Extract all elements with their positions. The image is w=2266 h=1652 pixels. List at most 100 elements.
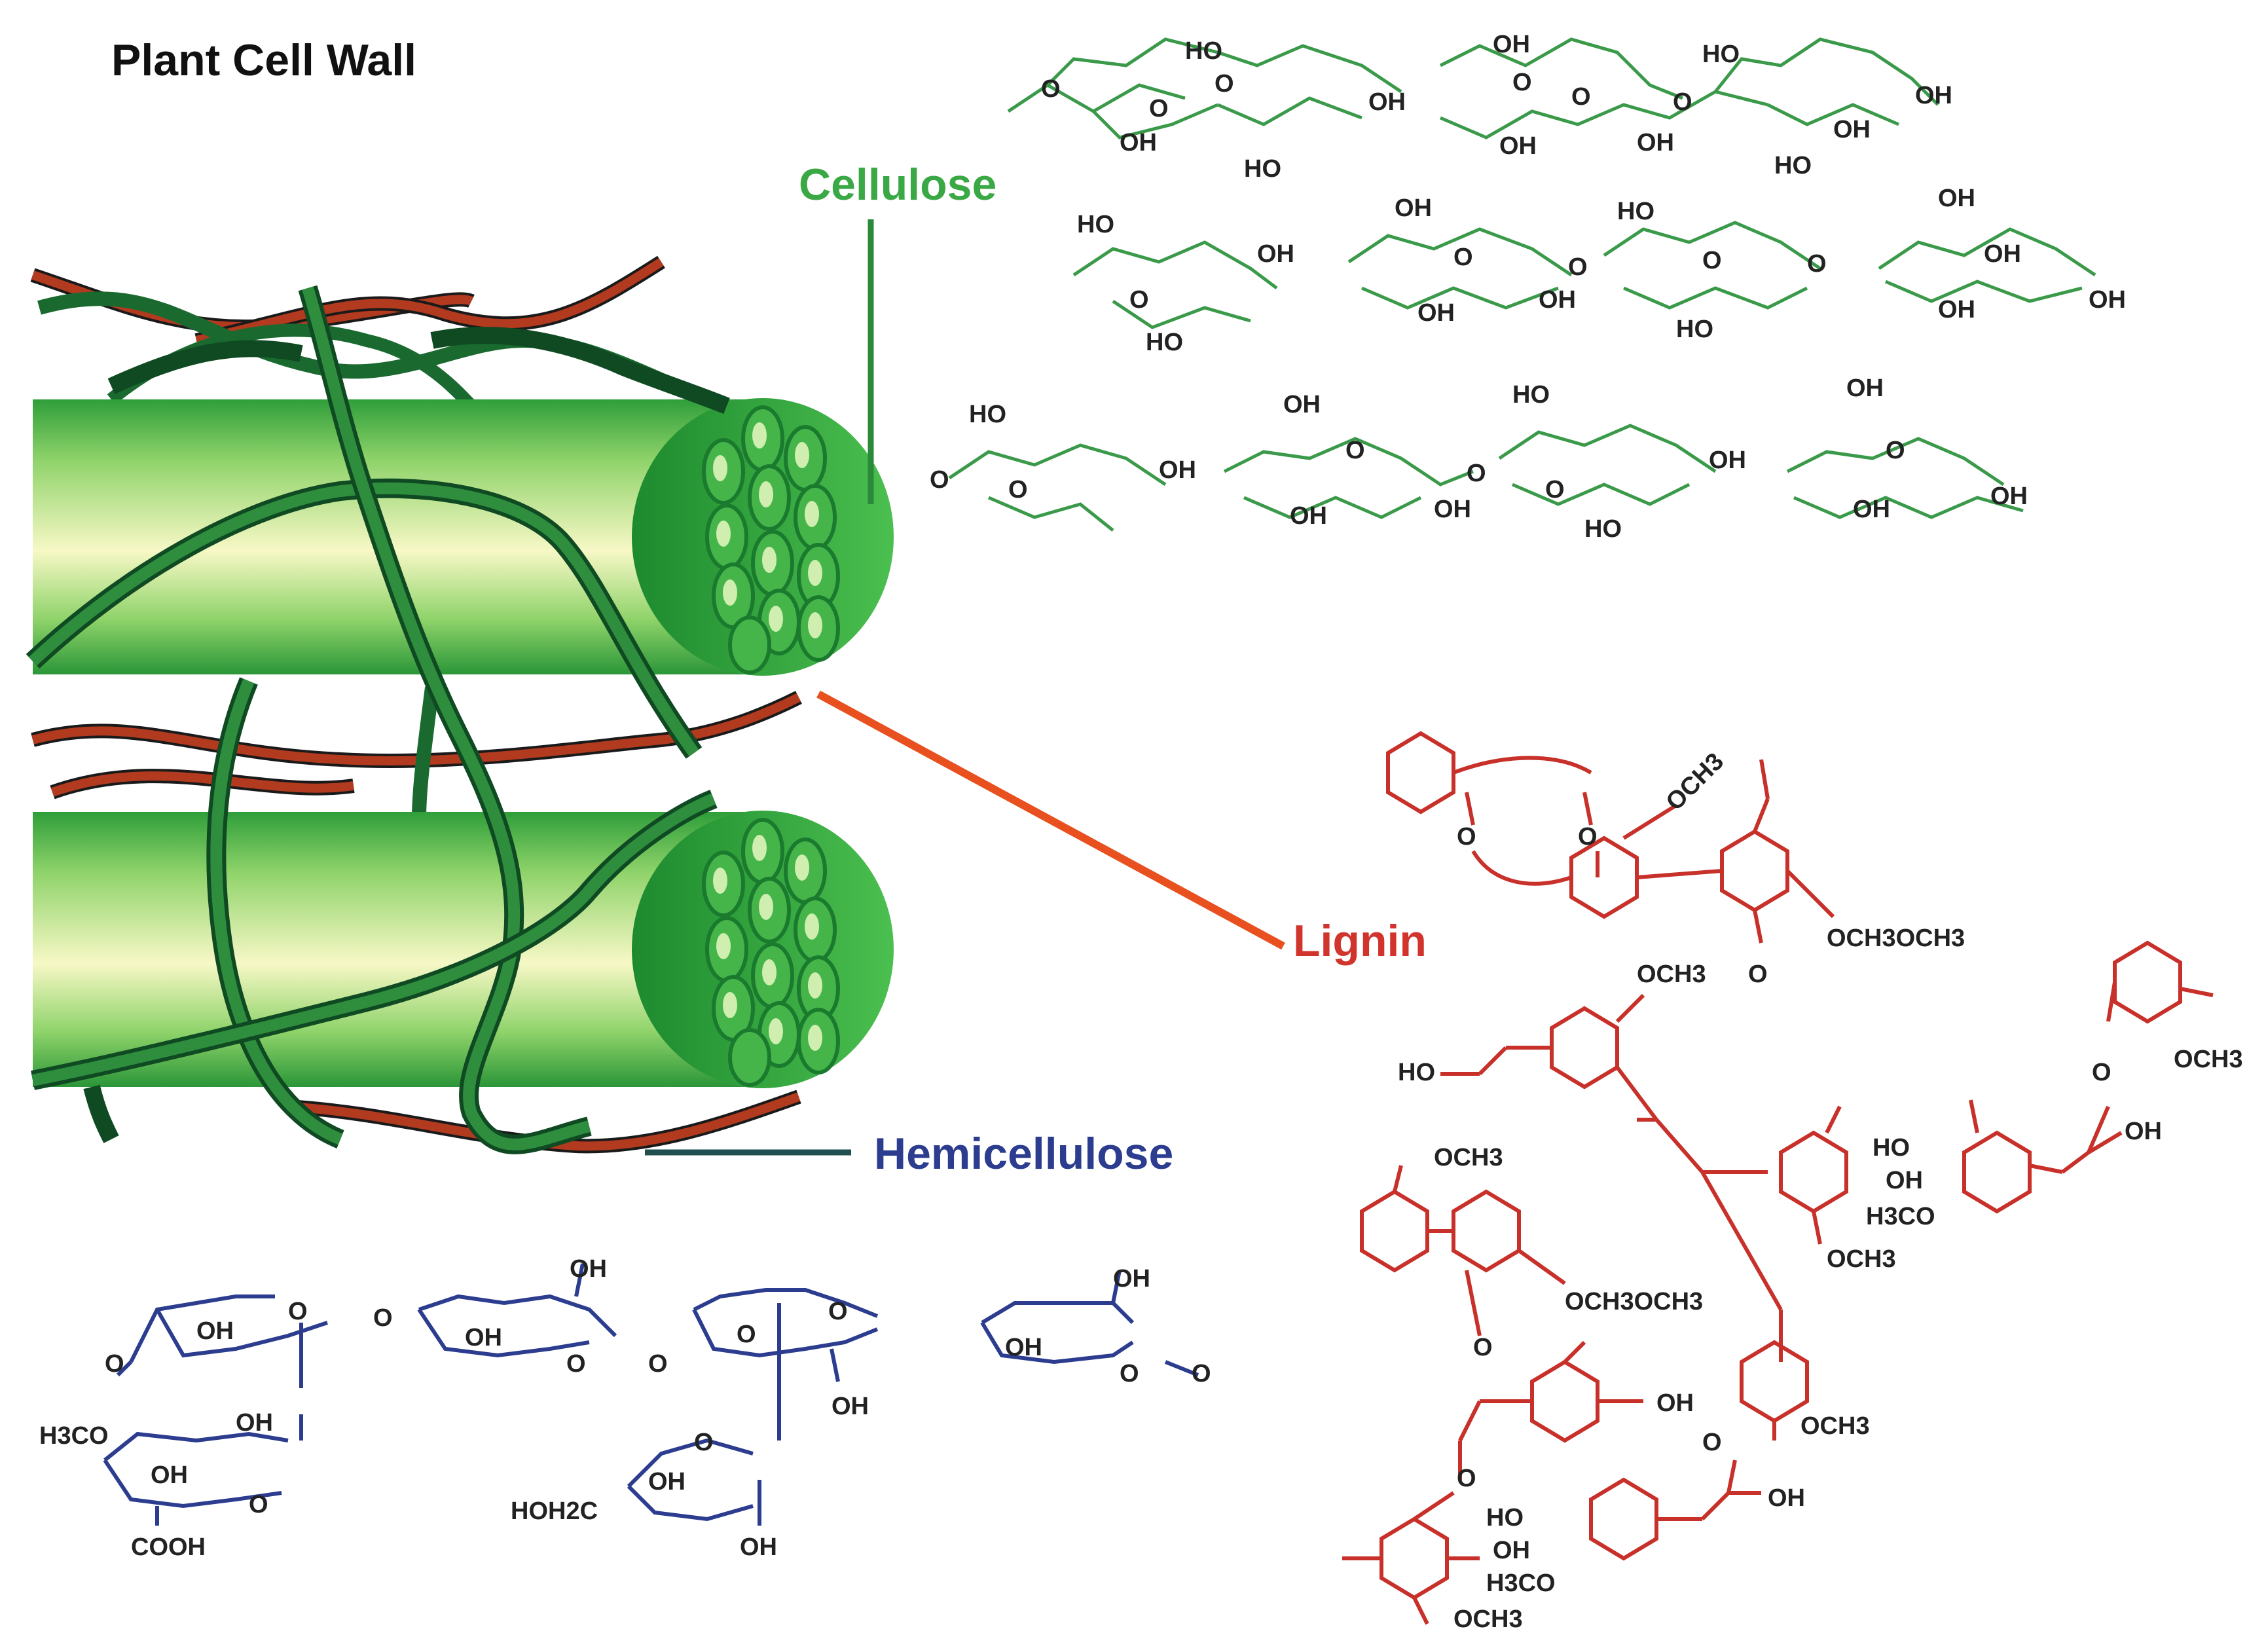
chemical-group-label: OH [1283,391,1321,418]
chemical-group-label: HO [1486,1504,1524,1532]
chemical-group-label: OH [1257,240,1294,268]
chemical-group-label: HO [1584,515,1622,543]
chemical-group-label: O [1215,70,1234,98]
chemical-group-label: HO [1077,211,1114,238]
chemical-group-label: OH [236,1409,273,1437]
chemical-group-label: O [288,1298,308,1325]
chemical-group-label: O [1886,437,1905,464]
chemical-group-label: OH [831,1393,869,1420]
fibre-illustration [26,255,894,1154]
chemical-group-label: OH [1159,456,1196,484]
chemical-group-label: HO [1702,41,1740,68]
cellulose-structure [948,37,2096,532]
chemical-group-label: OCH3 [1800,1412,1870,1440]
chemical-group-label: OH [2125,1118,2162,1145]
chemical-group-label: O [1702,1429,1722,1456]
lignin-label: Lignin [1293,916,1427,966]
chemical-group-label: OH [1120,129,1157,156]
chemical-group-label: O [930,466,949,494]
chemical-group-label: H3CO [1866,1203,1935,1230]
chemical-group-label: OH [1434,496,1471,523]
chemical-group-label: OCH3OCH3 [1827,925,1965,952]
chemical-group-label: O [1807,250,1827,278]
chemical-group-label: O [1149,95,1169,122]
chemical-group-label: O [1545,476,1565,504]
chemical-group-label: O [1571,83,1591,111]
chemical-group-label: O [1512,69,1532,96]
chemical-group-label: OH [1853,496,1890,523]
chemical-group-label: OCH3 [1827,1245,1896,1273]
chemical-group-label: HO [1398,1059,1435,1086]
hemicellulose-strand [107,340,303,394]
chemical-group-label: HO [969,401,1006,428]
chemical-group-label: OH [648,1468,685,1496]
chemical-group-label: O [1345,437,1365,464]
chemical-group-label: O [694,1429,714,1456]
chemical-group-label: OH [1656,1389,1694,1417]
chemical-group-label: O [566,1350,586,1378]
chemical-group-label: O [1008,476,1028,504]
chemical-group-label: OH [1833,116,1871,143]
chemical-group-label: OH [1709,447,1746,474]
chemical-group-label: OH [1768,1484,1805,1512]
chemical-group-label: OH [1493,1537,1530,1564]
lignin-strand [50,771,354,797]
chemical-group-label: HOH2C [511,1497,598,1525]
chemical-group-label: OH [151,1461,188,1489]
fibril-bundle-lower [702,818,840,1087]
chemical-group-label: HO [1676,316,1713,343]
chemical-group-label: O [105,1350,124,1378]
hemicellulose-label: Hemicellulose [874,1129,1173,1179]
chemical-group-label: O [1578,823,1598,851]
lignin-strand [287,1092,801,1151]
diagram-title: Plant Cell Wall [111,35,416,85]
chemical-group-label: OH [465,1324,502,1351]
chemical-group-label: O [1702,247,1722,274]
chemical-group-label: OH [2089,286,2126,314]
chemical-group-label: OH [1984,240,2021,268]
chemical-group-label: O [737,1321,756,1348]
chemical-group-label: O [648,1350,668,1378]
chemical-group-label: HO [1244,155,1281,183]
chemical-group-label: O [1457,1465,1476,1492]
chemical-group-label: OH [1493,31,1530,58]
lignin-strand [195,258,664,345]
chemical-group-label: O [1467,460,1486,487]
chemical-group-label: O [1748,961,1768,988]
chemical-group-label: O [249,1491,268,1518]
hemicellulose-structure [103,1263,1199,1526]
hemicellulose-strand [412,686,439,819]
chemical-group-label: O [1473,1334,1493,1361]
chemical-group-label: O [2092,1059,2111,1086]
chemical-group-label: O [1120,1360,1139,1387]
cellulose-label: Cellulose [799,160,996,210]
hemicellulose-strand [83,1084,119,1143]
chemical-group-label: O [373,1304,393,1332]
chemical-group-label: COOH [131,1533,206,1561]
chemical-group-label: OH [1113,1265,1150,1293]
chemical-group-label: HO [1185,37,1222,65]
chemical-group-label: OH [1499,132,1537,160]
chemical-group-label: OH [1005,1334,1042,1361]
chemical-group-label: OCH3 [1661,748,1729,816]
chemical-group-label: OCH3 [1637,961,1706,988]
chemical-group-label: OCH3OCH3 [1565,1288,1703,1315]
hemicellulose-structure-labels: O OH O O OH OH O O O O OH OH OH O O H3CO… [39,1255,1211,1561]
lignin-structure [1342,731,2214,1625]
chemical-group-label: OH [1637,129,1674,156]
chemical-group-label: HO [1146,329,1183,356]
lignin-leader-line [816,690,1285,950]
chemical-group-label: O [1457,823,1476,851]
chemical-group-label: OH [1395,194,1432,222]
chemical-group-label: OCH3 [1434,1144,1503,1171]
chemical-group-label: H3CO [39,1422,109,1450]
chemical-group-label: OH [1938,185,1975,212]
chemical-group-label: OH [1938,296,1975,323]
chemical-group-label: O [1453,244,1473,271]
chemical-group-label: HO [1873,1134,1910,1162]
chemical-group-label: OH [1886,1167,1923,1194]
chemical-group-label: HO [1512,381,1550,409]
chemical-group-label: OH [1290,502,1327,530]
lignin-strand [31,693,801,766]
